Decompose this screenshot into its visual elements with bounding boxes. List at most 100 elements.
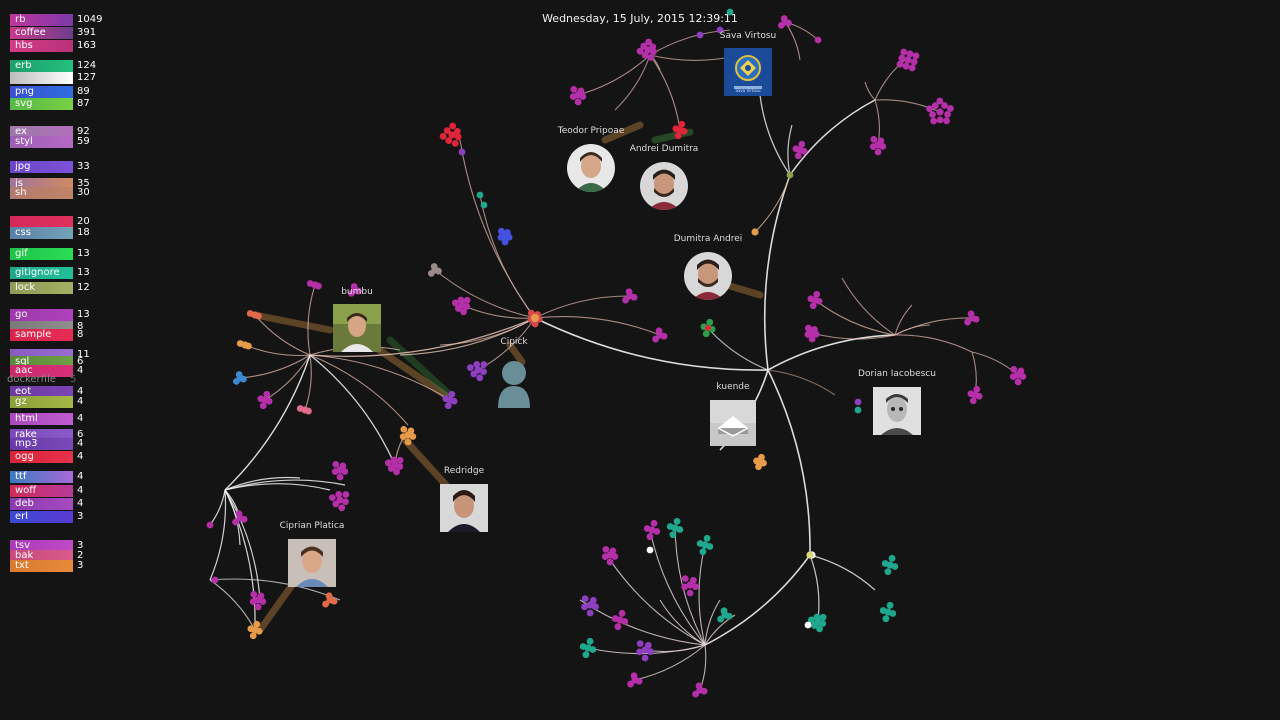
file-node xyxy=(409,433,417,440)
directory-edge xyxy=(224,354,311,491)
file-node xyxy=(350,283,358,290)
directory-edge xyxy=(254,314,311,356)
legend-color-bar xyxy=(10,386,73,398)
file-node xyxy=(785,19,792,27)
user-label-dorian: Dorian Iacobescu xyxy=(858,369,936,379)
person-face-icon xyxy=(288,539,336,587)
file-node xyxy=(695,682,703,690)
person-face-icon xyxy=(873,387,921,435)
legend-color-bar xyxy=(10,485,73,497)
file-node xyxy=(235,510,243,518)
file-node xyxy=(342,498,349,506)
user-label-sava: Sava Virtosu xyxy=(719,31,777,41)
legend-row: 20 xyxy=(10,216,110,228)
directory-edge xyxy=(209,489,226,526)
legend-extension: css xyxy=(15,227,31,238)
legend-extension: styl xyxy=(15,136,33,147)
file-node xyxy=(1014,378,1022,386)
file-node xyxy=(800,147,808,155)
file-node xyxy=(451,139,459,147)
file-node xyxy=(720,607,728,615)
legend-count: 4 xyxy=(77,451,84,462)
file-node xyxy=(480,201,488,209)
legend-count: 4 xyxy=(77,413,84,424)
file-node xyxy=(574,98,582,106)
file-node xyxy=(621,618,629,625)
file-node xyxy=(964,318,971,326)
legend-color-bar xyxy=(10,216,73,228)
file-node xyxy=(240,515,248,523)
file-node xyxy=(250,590,258,598)
file-node xyxy=(725,612,733,620)
directory-edge xyxy=(399,317,536,356)
legend-extension: coffee xyxy=(15,27,46,38)
legend-count: 391 xyxy=(77,27,97,38)
file-node xyxy=(815,297,823,305)
legend-extension: woff xyxy=(15,485,37,496)
avatar-andrei-d xyxy=(640,162,688,210)
legend-color-bar xyxy=(10,161,73,173)
legend-count: 18 xyxy=(77,227,90,238)
legend-count: 163 xyxy=(77,40,97,51)
directory-edge xyxy=(309,354,409,426)
legend-count: 124 xyxy=(77,60,97,71)
legend-extension: sh xyxy=(15,187,27,198)
legend-color-bar xyxy=(10,471,73,483)
file-node xyxy=(630,293,638,301)
file-node xyxy=(1010,365,1018,373)
directory-edge xyxy=(609,559,706,646)
file-node xyxy=(673,517,681,525)
file-node xyxy=(335,490,343,498)
file-node xyxy=(902,62,910,70)
directory-edge xyxy=(698,544,706,646)
person-face-icon xyxy=(440,484,488,532)
file-node xyxy=(931,102,939,110)
file-node xyxy=(355,287,362,295)
file-node xyxy=(602,545,610,553)
directory-edge xyxy=(307,284,316,356)
file-node xyxy=(453,127,461,135)
legend-count: 12 xyxy=(77,282,90,293)
file-node xyxy=(705,325,711,331)
file-node xyxy=(347,289,355,297)
file-node xyxy=(706,543,714,550)
legend-color-bar xyxy=(10,98,73,110)
legend-color-bar xyxy=(10,413,73,425)
file-node xyxy=(786,171,794,179)
file-node xyxy=(636,640,644,647)
legend-extension: js xyxy=(15,178,23,189)
directory-edge xyxy=(434,269,536,319)
directory-edge xyxy=(864,81,876,101)
legend-extension: ttf xyxy=(15,471,27,482)
file-node xyxy=(967,390,975,398)
file-node xyxy=(636,648,643,656)
file-node xyxy=(819,620,827,627)
file-node xyxy=(641,51,649,59)
file-node xyxy=(672,125,680,133)
legend-color-bar xyxy=(10,560,73,572)
file-node xyxy=(232,377,240,385)
legend-count: 87 xyxy=(77,98,90,109)
directory-edge xyxy=(704,554,811,646)
file-node xyxy=(692,690,699,698)
user-label-kuende: kuende xyxy=(716,382,750,392)
directory-edge xyxy=(809,554,876,591)
file-node xyxy=(944,110,951,118)
legend-count: 4 xyxy=(77,386,84,397)
file-node xyxy=(884,568,892,576)
file-node xyxy=(904,56,912,64)
directory-edge xyxy=(971,351,1019,376)
file-node xyxy=(586,637,594,645)
file-node xyxy=(809,302,817,310)
file-node xyxy=(947,105,954,112)
